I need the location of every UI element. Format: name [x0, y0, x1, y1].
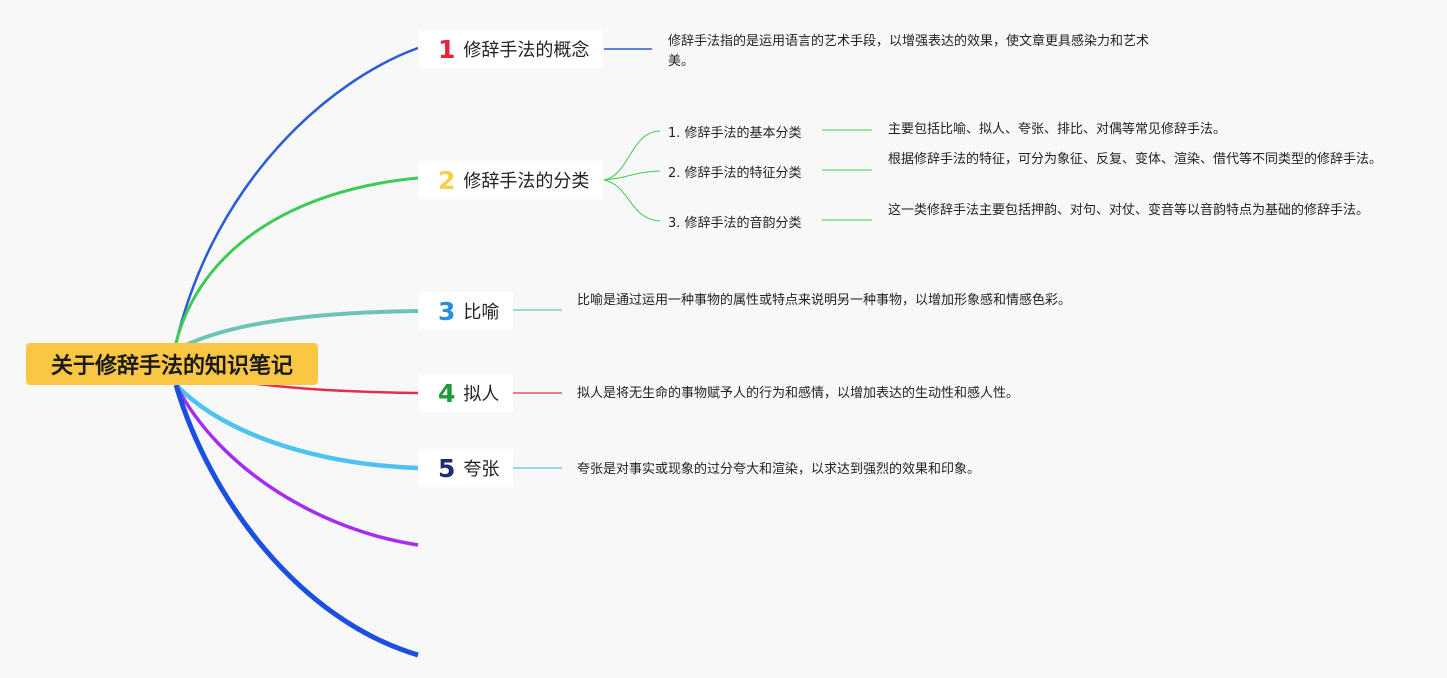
connector-branch-1: [174, 46, 419, 344]
branch-label: 夸张: [463, 459, 500, 480]
subtopic-description: 这一类修辞手法主要包括押韵、对句、对仗、变音等以音韵特点为基础的修辞手法。: [888, 203, 1370, 218]
branch-topic-concept[interactable]: 1 修辞手法的概念: [418, 30, 604, 68]
branch-topic-metaphor[interactable]: 3 比喻: [418, 292, 514, 330]
root-topic-label: 关于修辞手法的知识笔记: [50, 354, 293, 379]
number-badge-2: 2: [438, 165, 456, 195]
branch-description: 修辞手法指的是运用语言的艺术手段，以增强表达的效果，使文章更具感染力和艺术美。: [668, 34, 1150, 69]
branch-description: 拟人是将无生命的事物赋予人的行为和感情，以增加表达的生动性和感人性。: [577, 386, 1020, 401]
branch-description: 夸张是对事实或现象的过分夸大和渲染，以求达到强烈的效果和印象。: [577, 462, 981, 477]
root-topic[interactable]: 关于修辞手法的知识笔记: [26, 343, 318, 385]
subtopic-feature[interactable]: 2. 修辞手法的特征分类: [668, 166, 802, 181]
branch-label: 修辞手法的分类: [463, 171, 590, 192]
connector-sub-1: [603, 130, 661, 181]
subtopic-basic[interactable]: 1. 修辞手法的基本分类: [668, 126, 802, 141]
subtopic-description: 根据修辞手法的特征，可分为象征、反复、变体、渲染、借代等不同类型的修辞手法。: [888, 152, 1383, 167]
branch-label: 修辞手法的概念: [463, 40, 590, 61]
number-badge-5: 5: [438, 453, 456, 483]
branch-topic-hyperbole[interactable]: 5 夸张: [418, 449, 514, 487]
connector-branch-6: [174, 384, 419, 547]
subtopic-description: 主要包括比喻、拟人、夸张、排比、对偶等常见修辞手法。: [888, 122, 1227, 137]
connector-branch-2: [174, 176, 419, 344]
connector-branch-7: [173, 384, 419, 658]
connector-sub-2: [603, 170, 661, 181]
branch-label: 拟人: [463, 384, 500, 405]
number-badge-4: 4: [438, 378, 456, 408]
branch-topic-personification[interactable]: 4 拟人: [418, 374, 514, 412]
subtopic-phonetic[interactable]: 3. 修辞手法的音韵分类: [668, 216, 802, 231]
branch-description: 比喻是通过运用一种事物的属性或特点来说明另一种事物，以增加形象感和情感色彩。: [577, 293, 1072, 308]
number-badge-1: 1: [438, 34, 456, 64]
connector-sub-3: [603, 179, 661, 222]
connector-branch-3: [175, 309, 419, 352]
connector-branch-5: [174, 383, 419, 471]
branch-topic-classification[interactable]: 2 修辞手法的分类: [418, 161, 604, 199]
number-badge-3: 3: [438, 296, 456, 326]
branch-label: 比喻: [463, 302, 500, 323]
